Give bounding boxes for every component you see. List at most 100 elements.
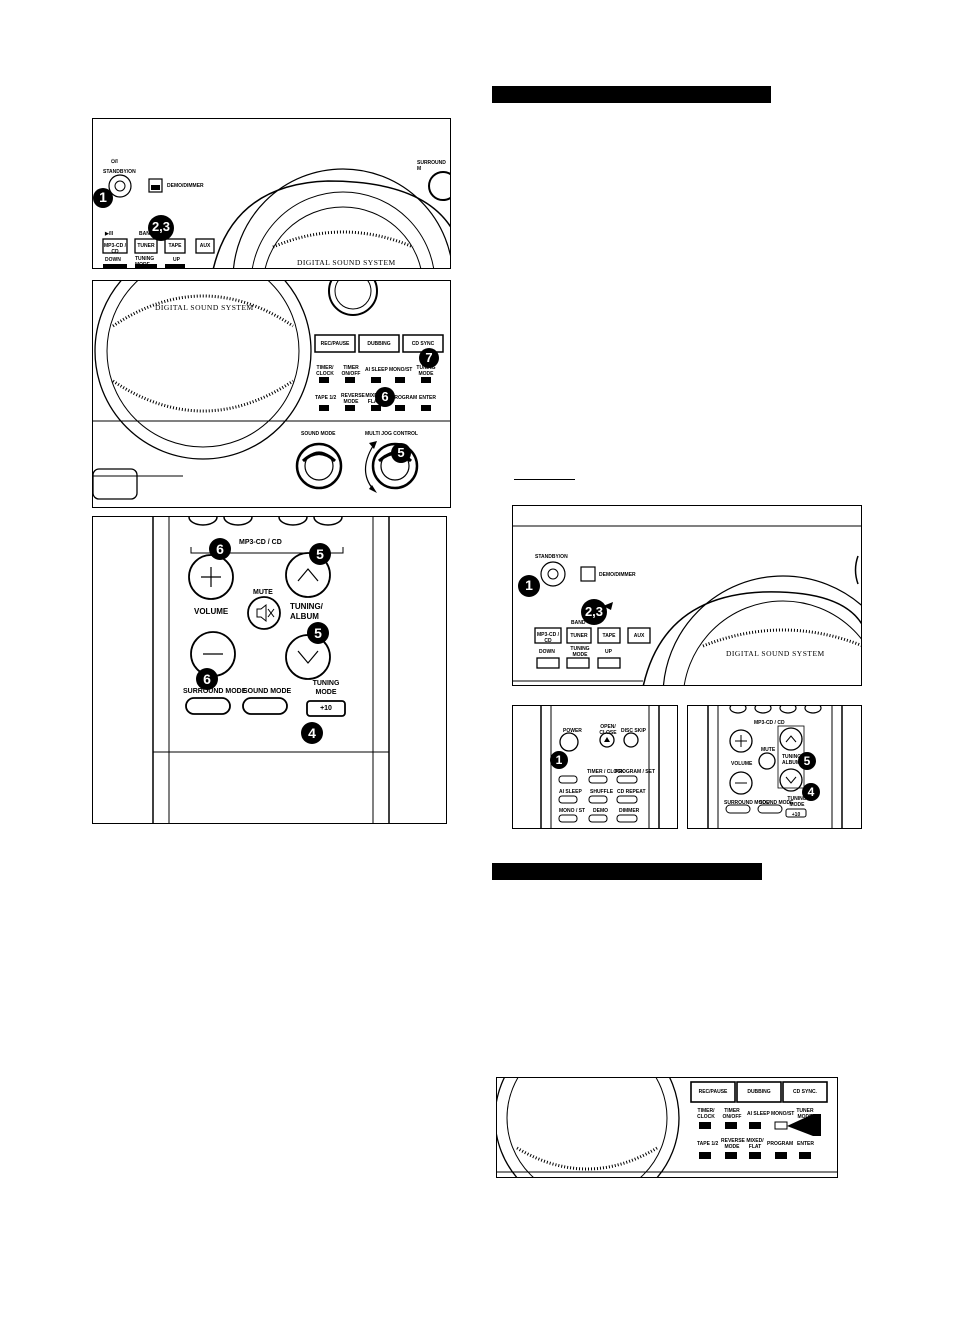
- digital-sound-system-label: DIGITAL SOUND SYSTEM: [297, 258, 396, 267]
- volume-label: VOLUME: [194, 607, 229, 616]
- tuning-mode-label: TUNING MODE: [570, 646, 590, 658]
- mp3cd-label: MP3-CD / CD: [239, 539, 282, 546]
- reverse-mode-label: REVERSE MODE: [341, 393, 365, 405]
- timer-onoff-label: TIMER ON/OFF: [341, 365, 361, 377]
- down-label: DOWN: [105, 257, 121, 263]
- remote-small-left-illustration: POWER OPEN/ CLOSE DISC SKIP TIMER / CLOC…: [512, 705, 678, 829]
- program-label: PROGRAM: [391, 395, 418, 401]
- mixed-flat-label: MIXED/ FLAT: [746, 1138, 764, 1150]
- section-heading-bar-bottom: [492, 863, 762, 880]
- ai-sleep-label: AI SLEEP: [747, 1111, 770, 1117]
- mute-label: MUTE: [253, 589, 273, 596]
- callout-5: 5: [397, 445, 405, 460]
- surround-mode-button[interactable]: SURROUND MODE: [724, 800, 770, 806]
- digital-sound-system-label: DIGITAL SOUND SYSTEM: [155, 303, 254, 312]
- tape-1-2-label: TAPE 1/2: [697, 1141, 719, 1147]
- section-heading-bar-top: [492, 86, 771, 103]
- sound-mode-button[interactable]: SOUND MODE: [243, 688, 292, 695]
- multi-jog-control-label: MULTI JOG CONTROL: [365, 431, 418, 437]
- callout-4: 4: [308, 725, 316, 741]
- front-panel-bottom-illustration: REC/PAUSE DUBBING CD SYNC. TIMER/ CLOCK …: [496, 1077, 838, 1178]
- program-label: PROGRAM: [767, 1141, 794, 1147]
- standby-label: STANDBY/ON: [103, 169, 136, 175]
- mp3cd-button[interactable]: MP3-CD / CD: [104, 243, 126, 255]
- aux-button[interactable]: AUX: [199, 243, 211, 249]
- callout-2-3: 2,3: [151, 219, 171, 234]
- mp3cd-button[interactable]: MP3-CD / CD: [537, 632, 559, 644]
- remote-small-right-illustration: MP3-CD / CD MUTE VOLUME TUNING/ ALBUM SU…: [687, 705, 862, 829]
- dubbing-button[interactable]: DUBBING: [747, 1089, 771, 1095]
- tuner-button[interactable]: TUNER: [570, 633, 588, 639]
- shuffle-label: SHUFFLE: [590, 789, 614, 795]
- front-panel-top-illustration: ⏻/I STANDBY/ON DEMO/DIMMER SURROUND M ▶/…: [92, 118, 451, 269]
- callout-2-3: 2,3: [584, 604, 604, 619]
- plus10-button[interactable]: +10: [320, 705, 332, 712]
- power-label: POWER: [563, 728, 582, 734]
- mute-label: MUTE: [761, 747, 776, 753]
- sound-mode-button[interactable]: SOUND MODE: [759, 800, 794, 806]
- aux-button[interactable]: AUX: [633, 633, 645, 639]
- mono-st-label: MONO / ST: [559, 808, 586, 814]
- callout-6b: 6: [203, 671, 211, 687]
- front-panel-right-illustration: STANDBY/ON DEMO/DIMMER BAND MP3-CD / CD …: [512, 505, 862, 686]
- tuning-mode-label: TUNING MODE: [787, 796, 807, 808]
- callout-4: 4: [807, 785, 815, 799]
- plus10-button[interactable]: +10: [791, 812, 801, 818]
- timer-clock-label: TIMER / CLOCK: [587, 769, 625, 775]
- mixed-flat-label: MIXED/ FLAT: [365, 393, 383, 405]
- timer-clock-label: TIMER/ CLOCK: [697, 1108, 715, 1120]
- demo-dimmer-label: DEMO/DIMMER: [599, 572, 636, 578]
- tape-button[interactable]: TAPE: [602, 633, 616, 639]
- digital-sound-system-label: DIGITAL SOUND SYSTEM: [726, 649, 825, 658]
- tuning-mode-label: TUNING MODE: [312, 680, 340, 696]
- callout-1: 1: [99, 189, 107, 205]
- surround-mode-button[interactable]: SURROUND MODE: [183, 688, 247, 695]
- up-label: UP: [173, 257, 180, 263]
- timer-clock-label: TIMER/ CLOCK: [316, 365, 334, 377]
- callout-7: 7: [425, 350, 433, 365]
- sound-mode-label: SOUND MODE: [301, 431, 336, 437]
- power-symbol-label: ⏻/I: [111, 159, 118, 165]
- callout-6a: 6: [216, 541, 224, 557]
- underline-rule: [514, 479, 575, 480]
- band-label: BAND: [139, 231, 154, 237]
- program-set-label: PROGRAM / SET: [615, 769, 656, 775]
- cd-repeat-label: CD REPEAT: [617, 789, 646, 795]
- callout-5b: 5: [314, 625, 322, 641]
- enter-label: ENTER: [797, 1141, 814, 1147]
- tuning-mode-label: TUNING MODE: [416, 365, 436, 377]
- up-label: UP: [605, 649, 612, 655]
- tuner-button[interactable]: TUNER: [137, 243, 155, 249]
- cd-sync-button[interactable]: CD SYNC.: [793, 1089, 817, 1095]
- surround-label: SURROUND M: [417, 160, 446, 172]
- tape-button[interactable]: TAPE: [168, 243, 182, 249]
- reverse-mode-label: REVERSE MODE: [721, 1138, 745, 1150]
- down-label: DOWN: [539, 649, 555, 655]
- tuning-album-label: TUNING/ ALBUM: [290, 602, 323, 621]
- disc-skip-label: DISC SKIP: [621, 728, 647, 734]
- tape-1-2-label: TAPE 1/2: [315, 395, 337, 401]
- open-close-label: OPEN/ CLOSE: [599, 724, 617, 736]
- tuning-album-label: TUNING/ ALBUM: [782, 754, 803, 766]
- callout-1: 1: [555, 753, 563, 767]
- mono-st-label: MONO/ST: [771, 1111, 795, 1117]
- tuning-mode-label: TUNING MODE: [135, 256, 155, 268]
- rec-pause-button[interactable]: REC/PAUSE: [320, 341, 350, 347]
- timer-onoff-label: TIMER ON/OFF: [722, 1108, 742, 1120]
- ai-sleep-label: AI SLEEP: [559, 789, 582, 795]
- dimmer-label: DIMMER: [619, 808, 640, 814]
- mono-st-label: MONO/ST: [389, 367, 413, 373]
- ai-sleep-label: AI SLEEP: [365, 367, 388, 373]
- demo-label: DEMO: [593, 808, 608, 814]
- callout-6: 6: [381, 389, 389, 404]
- enter-label: ENTER: [419, 395, 436, 401]
- callout-1: 1: [525, 577, 533, 593]
- callout-5a: 5: [316, 546, 324, 562]
- volume-label: VOLUME: [731, 761, 753, 767]
- rec-pause-button[interactable]: REC/PAUSE: [698, 1089, 728, 1095]
- remote-control-large-illustration: MP3-CD / CD MUTE VOLUME TUNING/ ALBUM SU…: [92, 516, 447, 824]
- mp3cd-label: MP3-CD / CD: [754, 720, 785, 726]
- cd-sync-button[interactable]: CD SYNC: [411, 341, 435, 347]
- callout-5: 5: [803, 754, 811, 768]
- dubbing-button[interactable]: DUBBING: [367, 341, 391, 347]
